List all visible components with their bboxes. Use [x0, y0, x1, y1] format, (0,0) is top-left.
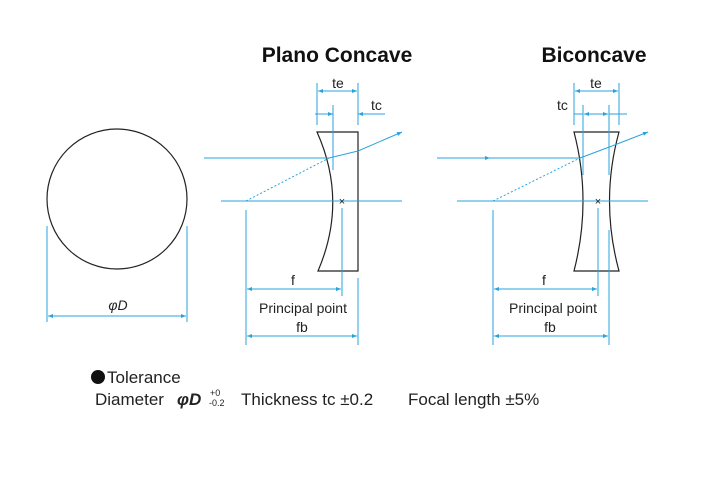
tc-label: tc: [557, 97, 568, 113]
principal-point-label: Principal point: [509, 300, 597, 316]
biconcave-diagram: × te tc f Principal point fb: [437, 75, 649, 345]
tolerance-diameter-label: Diameter: [95, 390, 164, 409]
diameter-label: φD: [108, 297, 127, 313]
tolerance-focal: Focal length ±5%: [408, 390, 539, 409]
te-label: te: [332, 75, 344, 91]
te-label: te: [590, 75, 602, 91]
biconcave-lens: [573, 131, 620, 272]
plano-concave-diagram: × te tc f Principal point fb: [204, 75, 403, 345]
fb-label: fb: [544, 319, 556, 335]
tolerance-heading: Tolerance: [107, 368, 181, 387]
principal-point-mark: ×: [339, 196, 345, 208]
principal-point-label: Principal point: [259, 300, 347, 316]
tolerance-section: Tolerance Diameter φD +0 -0.2 Thickness …: [91, 368, 539, 409]
biconcave-title: Biconcave: [541, 44, 646, 67]
f-label: f: [291, 272, 295, 288]
bullet-icon: [91, 370, 105, 384]
front-view: φD: [46, 128, 188, 322]
tolerance-diameter-plus: +0: [210, 388, 220, 398]
f-label: f: [542, 272, 546, 288]
principal-point-mark: ×: [595, 196, 601, 208]
tolerance-diameter-minus: -0.2: [209, 398, 225, 408]
plano-concave-lens: [316, 131, 359, 272]
lens-circle: [46, 128, 188, 270]
tolerance-thickness: Thickness tc ±0.2: [241, 390, 373, 409]
fb-label: fb: [296, 319, 308, 335]
tc-label: tc: [371, 97, 382, 113]
plano-concave-title: Plano Concave: [262, 44, 413, 67]
tolerance-diameter-symbol: φD: [177, 390, 201, 409]
